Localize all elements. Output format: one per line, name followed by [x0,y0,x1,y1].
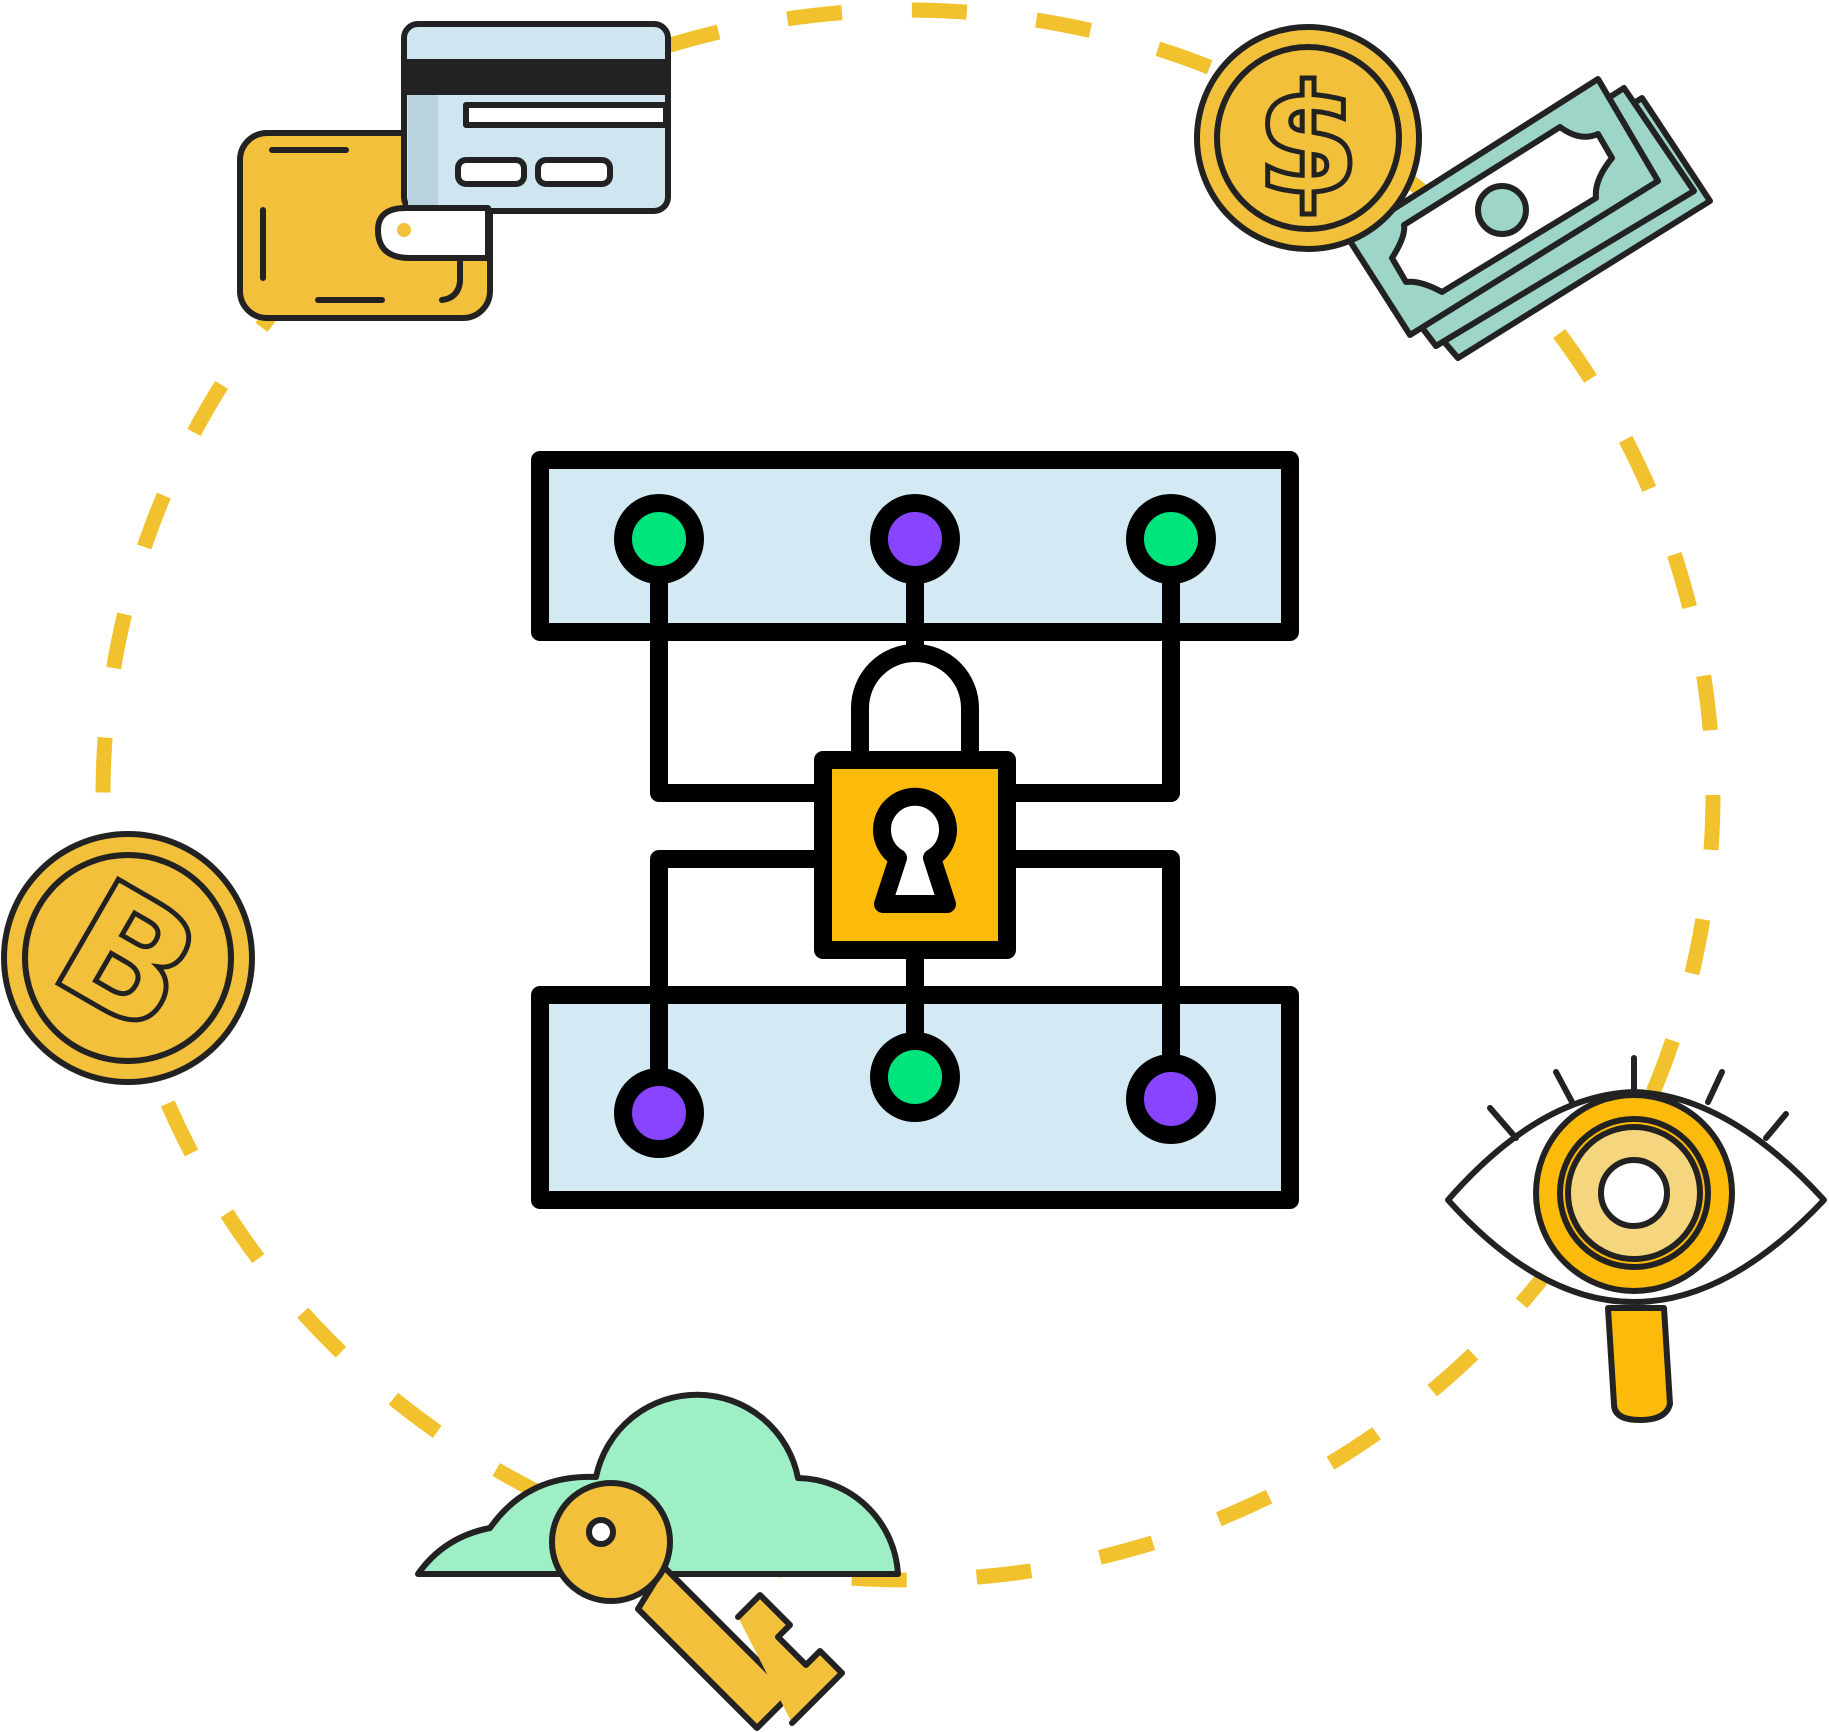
top-nodes [614,494,1216,584]
node-green [1126,494,1216,584]
eye-magnifier-icon [1445,1055,1827,1423]
bottom-nodes [614,1032,1216,1158]
dashed-ring [95,2,1721,1588]
key [549,1480,845,1731]
node-purple [1126,1054,1216,1144]
node-purple [614,1068,704,1158]
padlock-icon [814,644,1016,959]
dollar-sign-glyph: $ [1256,54,1360,228]
lock-network-diagram [531,451,1299,1209]
cloud [415,1391,901,1577]
node-green [614,494,704,584]
bitcoin-coin-icon: B [1,831,255,1085]
node-purple [870,494,960,584]
node-green [870,1032,960,1122]
banknotes-icon [1345,76,1713,361]
wallet-with-credit-card-icon [237,21,671,321]
dollar-coin-icon: $ [1194,24,1422,252]
cloud-key-icon [415,1391,901,1731]
wallet-clasp [375,205,491,261]
